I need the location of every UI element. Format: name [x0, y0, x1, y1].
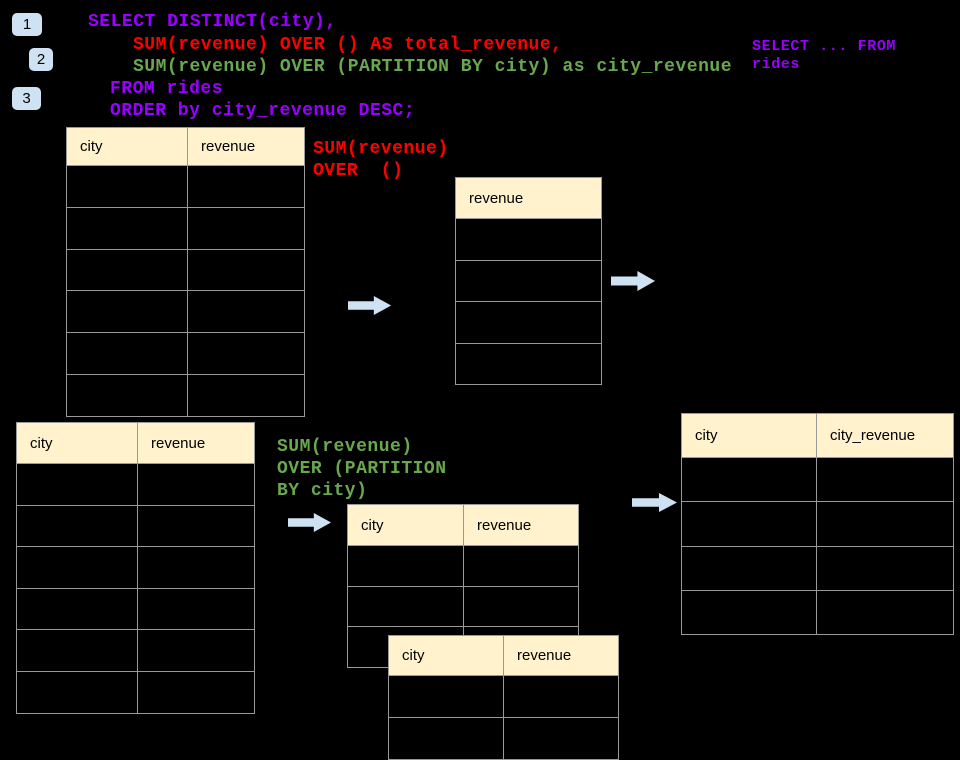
table-cell	[464, 546, 578, 586]
table-cell	[17, 630, 137, 671]
sql-line-select: SELECT DISTINCT(city),	[88, 12, 337, 32]
label-total-window-1: SUM(revenue)	[313, 139, 449, 159]
table-cell	[389, 676, 503, 717]
table-cell	[17, 464, 137, 505]
table-cell	[504, 718, 618, 759]
sql-line-city-revenue: SUM(revenue) OVER (PARTITION BY city) as…	[133, 57, 732, 77]
label-partition-window-2: OVER (PARTITION	[277, 459, 447, 479]
sql-line-from: FROM rides	[110, 79, 224, 99]
step-badge-2: 2	[29, 48, 53, 71]
note-rides: rides	[752, 56, 801, 73]
table-cell	[188, 374, 304, 416]
table-cell	[456, 260, 601, 301]
column-header-revenue: revenue	[188, 128, 304, 165]
column-header-city: city	[67, 128, 187, 165]
table-cell	[188, 249, 304, 291]
table-cell	[138, 547, 254, 588]
table-cell	[188, 333, 304, 374]
column-header-revenue: revenue	[138, 423, 254, 463]
table-cell	[17, 588, 137, 630]
column-header-city-revenue: city_revenue	[817, 414, 953, 457]
table-revenue-column: revenue	[455, 177, 602, 385]
table-cell	[348, 546, 463, 586]
table-cell	[17, 547, 137, 588]
table-source-top: city revenue	[66, 127, 305, 417]
column-header-city: city	[348, 505, 463, 545]
column-header-revenue: revenue	[504, 636, 618, 675]
table-cell	[17, 671, 137, 713]
label-total-window-2: OVER ()	[313, 161, 404, 181]
column-header-city: city	[17, 423, 137, 463]
arrow-right-icon	[348, 295, 392, 316]
table-cell	[67, 207, 187, 249]
label-partition-window-3: BY city)	[277, 481, 368, 501]
table-cell	[817, 590, 953, 635]
table-cell	[348, 586, 463, 627]
table-cell	[67, 291, 187, 333]
note-select-from: SELECT ... FROM	[752, 38, 897, 55]
table-cell	[17, 505, 137, 547]
table-cell	[138, 464, 254, 505]
table-cell	[682, 458, 816, 502]
table-cell	[389, 718, 503, 759]
table-cell	[188, 207, 304, 249]
arrow-right-icon	[611, 270, 656, 292]
table-cell	[456, 219, 601, 260]
table-cell	[464, 586, 578, 627]
step-badge-1: 1	[12, 13, 42, 36]
column-header-city: city	[389, 636, 503, 675]
column-header-revenue: revenue	[464, 505, 578, 545]
table-cell	[67, 249, 187, 291]
sql-line-total-revenue: SUM(revenue) OVER () AS total_revenue,	[133, 35, 563, 55]
table-cell	[188, 291, 304, 333]
sql-line-order-by: ORDER by city_revenue DESC;	[110, 101, 416, 121]
table-cell	[456, 302, 601, 343]
table-cell	[504, 676, 618, 717]
table-cell	[138, 588, 254, 630]
table-cell	[67, 333, 187, 374]
table-cell	[817, 546, 953, 590]
table-cell	[138, 505, 254, 547]
table-cell	[138, 630, 254, 671]
slide-canvas: { "colors": { "background": "#000000", "…	[12, 12, 954, 760]
table-source-bottom: city revenue	[16, 422, 255, 714]
label-partition-window-1: SUM(revenue)	[277, 437, 413, 457]
column-header-revenue: revenue	[456, 178, 601, 218]
table-cell	[682, 502, 816, 546]
arrow-right-icon	[288, 512, 332, 533]
table-cell	[456, 343, 601, 384]
table-cell	[817, 458, 953, 502]
table-partition-second: city revenue	[388, 635, 619, 760]
arrow-right-icon	[632, 492, 678, 513]
table-cell	[817, 502, 953, 546]
table-cell	[67, 166, 187, 207]
column-header-city: city	[682, 414, 816, 457]
table-partition-first: city revenue	[347, 504, 579, 669]
table-cell	[188, 166, 304, 207]
table-cell	[682, 590, 816, 635]
table-cell	[67, 374, 187, 416]
table-cell	[682, 546, 816, 590]
table-cell	[138, 671, 254, 713]
table-result: city city_revenue	[681, 413, 954, 636]
step-badge-3: 3	[12, 87, 41, 110]
